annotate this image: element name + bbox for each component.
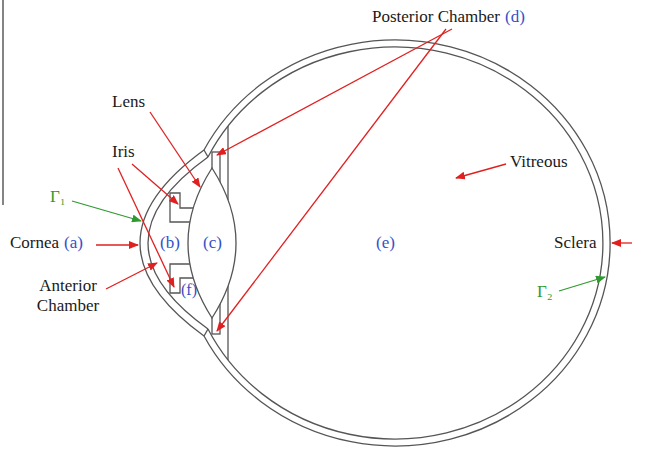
margin-line [2, 0, 3, 205]
part-name: Sclera [554, 233, 596, 253]
boundary-arrow [559, 277, 605, 291]
part-name: Anterior Chamber [30, 276, 106, 317]
part-letter: (f) [181, 280, 197, 299]
part-name: Posterior Chamber [372, 7, 500, 27]
boundary-symbol: Γ₁ [50, 187, 66, 207]
part-letter: (e) [376, 233, 395, 253]
part-name: Cornea [10, 233, 59, 253]
leader-arrow [612, 242, 632, 243]
part-name: Vitreous [510, 152, 568, 172]
part-letter: (b) [160, 233, 180, 253]
leader-arrow [150, 112, 200, 187]
cornea-join [204, 150, 208, 157]
sclera-outer [204, 40, 610, 446]
cornea-join [204, 329, 208, 336]
part-letter: (c) [203, 233, 222, 253]
sclera-inner [208, 47, 603, 439]
vitreous-boundary [227, 126, 228, 200]
leader-arrow [96, 244, 138, 245]
leader-arrow [132, 164, 178, 204]
vitreous-boundary [227, 286, 228, 360]
part-letter: (d) [505, 7, 525, 27]
leader-arrow [217, 29, 446, 331]
boundary-symbol: Γ₂ [537, 282, 553, 302]
part-name: Lens [112, 92, 145, 112]
leader-arrow [456, 164, 506, 178]
boundary-arrow [72, 201, 141, 221]
part-name: Iris [112, 142, 135, 162]
leader-arrow [217, 29, 452, 155]
part-letter: (a) [64, 233, 83, 253]
leader-arrow [106, 263, 157, 289]
